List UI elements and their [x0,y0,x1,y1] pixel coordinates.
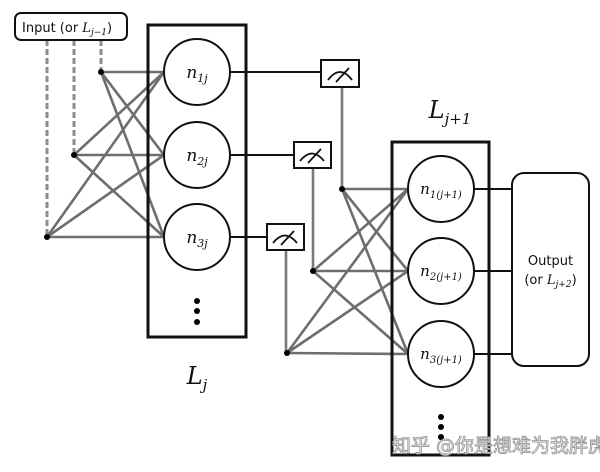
input-label-prefix: Input (or [22,21,82,36]
input-label-sub: j−1 [89,28,107,38]
layer-j1-output-lines [474,188,512,355]
svg-text:Input (or Lj−1): Input (or Lj−1) [22,21,112,38]
connections-layer-j-to-layer-j1 [285,187,410,356]
connection-line [46,153,165,239]
junction-dot [339,186,345,192]
neuron-n1j: n1j [163,38,231,106]
neuron-n1j1: n1(j+1) [407,155,475,223]
meter-gauge-icon [299,148,325,164]
neuron-n2j1: n2(j+1) [407,237,475,305]
connection-line [285,188,410,354]
layer-j1-label: Lj+1 [428,96,472,128]
connection-line [286,269,409,355]
svg-text:n3j: n3j [186,228,208,250]
layer-j1-box [390,140,491,457]
input-label-suffix: ) [107,21,112,36]
neuron-n3j: n3j [163,203,231,271]
output-box: Output (or Lj+2) [511,172,590,367]
neuron-n3j1: n3(j+1) [407,320,475,388]
meter-gauge-icon [272,230,298,246]
meter-2 [293,141,332,169]
layer-j-neurons: n1j n2j n3j [163,38,231,325]
output-label-line2: (or Lj+2) [524,273,576,290]
connection-line [99,71,166,156]
layer-j-box [146,23,248,339]
junction-dot [98,69,104,75]
output-label-line1: Output [528,254,573,269]
input-box: Input (or Lj−1) [14,12,128,41]
svg-text:n2(j+1): n2(j+1) [420,262,462,283]
junction-dots [44,69,345,356]
layer-j1-more-dots [438,414,444,440]
layer-j-label: Lj [186,362,208,394]
input-label-var: L [81,21,91,36]
svg-text:n3(j+1): n3(j+1) [420,345,462,366]
input-dashed-lines [45,40,103,237]
connection-line [340,188,410,272]
junction-dot [310,268,316,274]
watermark: 知乎 @你是想难为我胖虎 [392,435,600,457]
meter-3 [266,223,305,251]
meter-1 [320,59,360,88]
connection-line [286,351,409,356]
neuron-n2j: n2j [163,121,231,189]
layer-j1-neurons: n1(j+1) n2(j+1) n3(j+1) [407,155,475,440]
connection-line [312,270,409,355]
junction-dot [71,152,77,158]
svg-text:n2j: n2j [186,146,208,168]
connection-line [73,154,165,238]
connection-line [45,71,166,238]
connection-line [312,188,409,272]
layer-j-more-dots [194,298,200,325]
meter-vertical-lines [284,87,344,353]
connections-input-to-layer-j [45,70,166,239]
junction-dot [44,234,50,240]
svg-text:n1j: n1j [186,63,208,85]
junction-dot [284,350,290,356]
meter-gauge-icon [327,67,353,83]
svg-text:n1(j+1): n1(j+1) [420,180,462,201]
connection-line [73,71,165,156]
